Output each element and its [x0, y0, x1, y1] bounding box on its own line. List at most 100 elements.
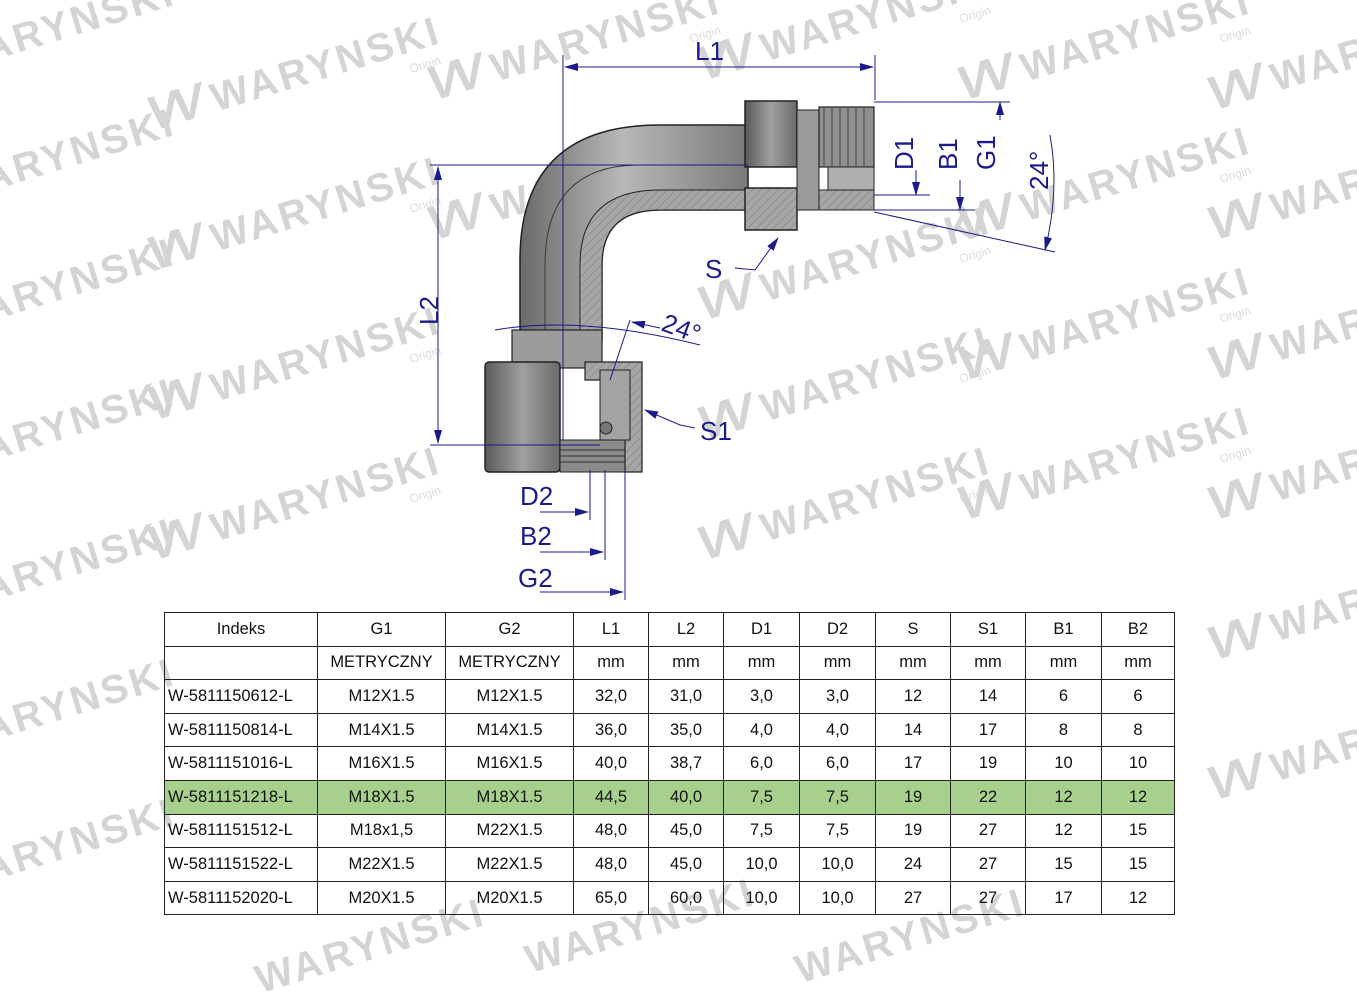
header-cell: B1: [1025, 612, 1102, 647]
header-cell: G2: [445, 612, 574, 647]
value-cell: 3,0: [723, 679, 800, 714]
value-cell: 4,0: [723, 712, 800, 748]
value-cell: 10,0: [799, 847, 876, 882]
value-cell: 14: [950, 679, 1026, 714]
value-cell: 31,0: [648, 679, 724, 714]
value-cell: M22X1.5: [445, 847, 574, 882]
value-cell: 36,0: [573, 712, 649, 748]
value-cell: M22X1.5: [445, 813, 574, 849]
value-cell: 6,0: [799, 746, 876, 781]
value-cell: 22: [950, 779, 1026, 815]
value-cell: M18X1.5: [445, 779, 574, 815]
header-cell: D1: [723, 612, 800, 647]
index-cell: W-5811151218-L: [164, 779, 318, 815]
value-cell: 10: [1025, 746, 1102, 781]
value-cell: 32,0: [573, 679, 649, 714]
unit-cell: mm: [950, 645, 1026, 681]
unit-cell: mm: [573, 645, 649, 681]
watermark: WARYNSKI: [0, 650, 181, 763]
value-cell: M20X1.5: [445, 880, 574, 916]
value-cell: 40,0: [573, 746, 649, 781]
elbow-body: [519, 124, 749, 341]
label-g1: G1: [971, 135, 1001, 170]
header-cell: L1: [573, 612, 649, 647]
value-cell: M16X1.5: [445, 746, 574, 781]
value-cell: M20X1.5: [317, 880, 446, 916]
value-cell: 60,0: [648, 880, 724, 916]
value-cell: M18x1,5: [317, 813, 446, 849]
value-cell: M12X1.5: [317, 679, 446, 714]
value-cell: 8: [1025, 712, 1102, 748]
value-cell: 65,0: [573, 880, 649, 916]
label-angle-bottom: 24°: [658, 307, 705, 349]
value-cell: 19: [875, 779, 951, 815]
value-cell: 6,0: [723, 746, 800, 781]
header-cell: S1: [950, 612, 1026, 647]
label-b1: B1: [933, 138, 963, 170]
value-cell: 27: [950, 847, 1026, 882]
value-cell: 15: [1101, 847, 1175, 882]
value-cell: 38,7: [648, 746, 724, 781]
unit-cell: METRYCZNY: [317, 645, 446, 681]
label-l2: L2: [414, 296, 444, 325]
unit-cell: [164, 645, 318, 681]
hex-nut-s: [744, 100, 875, 231]
value-cell: 4,0: [799, 712, 876, 748]
unit-cell: mm: [723, 645, 800, 681]
value-cell: 7,5: [799, 779, 876, 815]
value-cell: 48,0: [573, 813, 649, 849]
value-cell: 10: [1101, 746, 1175, 781]
value-cell: M14X1.5: [317, 712, 446, 748]
value-cell: M16X1.5: [317, 746, 446, 781]
unit-cell: mm: [1025, 645, 1102, 681]
value-cell: M12X1.5: [445, 679, 574, 714]
value-cell: 48,0: [573, 847, 649, 882]
value-cell: M14X1.5: [445, 712, 574, 748]
value-cell: 6: [1101, 679, 1175, 714]
header-cell: S: [875, 612, 951, 647]
header-cell: D2: [799, 612, 876, 647]
value-cell: 6: [1025, 679, 1102, 714]
value-cell: M18X1.5: [317, 779, 446, 815]
unit-cell: mm: [875, 645, 951, 681]
value-cell: 17: [875, 746, 951, 781]
header-cell: L2: [648, 612, 724, 647]
value-cell: 15: [1025, 847, 1102, 882]
index-cell: W-5811150612-L: [164, 679, 318, 714]
value-cell: 35,0: [648, 712, 724, 748]
value-cell: 15: [1101, 813, 1175, 849]
spec-table: Indeks G1 G2 L1 L2 D1 D2 S S1 B1 B2 METR…: [164, 612, 1175, 916]
watermark: VVWARYNSKI: [1200, 678, 1357, 812]
value-cell: 12: [1101, 880, 1175, 916]
label-s1: S1: [700, 416, 732, 446]
header-cell: G1: [317, 612, 446, 647]
unit-cell: mm: [799, 645, 876, 681]
label-g2: G2: [518, 563, 553, 593]
value-cell: 12: [875, 679, 951, 714]
index-cell: W-5811151522-L: [164, 847, 318, 882]
value-cell: 10,0: [799, 880, 876, 916]
watermark: WARYNSKI: [0, 790, 181, 903]
index-cell: W-5811151016-L: [164, 746, 318, 781]
value-cell: 40,0: [648, 779, 724, 815]
header-cell: Indeks: [164, 612, 318, 647]
unit-cell: mm: [648, 645, 724, 681]
value-cell: 17: [950, 712, 1026, 748]
value-cell: M22X1.5: [317, 847, 446, 882]
value-cell: 12: [1025, 813, 1102, 849]
index-cell: W-5811151512-L: [164, 813, 318, 849]
header-row: Indeks G1 G2 L1 L2 D1 D2 S S1 B1 B2: [164, 612, 1175, 647]
value-cell: 7,5: [723, 779, 800, 815]
value-cell: 19: [875, 813, 951, 849]
value-cell: 44,5: [573, 779, 649, 815]
unit-cell: mm: [1101, 645, 1175, 681]
value-cell: 7,5: [799, 813, 876, 849]
label-d2: D2: [520, 481, 553, 511]
value-cell: 14: [875, 712, 951, 748]
